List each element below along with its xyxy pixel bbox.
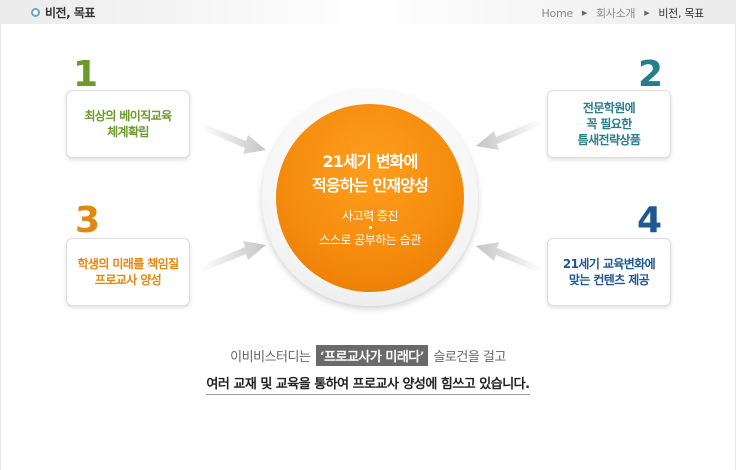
vision-title-line-2: 적응하는 인재양성: [311, 176, 429, 195]
page-title-wrap: 비전, 목표: [31, 4, 95, 21]
breadcrumb-arrow-icon: ▶: [581, 9, 587, 17]
vision-title-line-1: 21세기 변화에: [322, 152, 418, 171]
goal-3-line-1: 학생의 미래를 책임질: [77, 257, 179, 271]
goal-box-4: 21세기 교육변화에 맞는 컨텐츠 제공: [547, 238, 671, 306]
goal-4-line-2: 맞는 컨텐츠 제공: [568, 273, 650, 287]
goal-number-3: 3: [75, 200, 100, 241]
slogan-prefix: 이비비스터디는: [230, 350, 311, 365]
slogan-highlight: ‘프로교사가 미래다’: [316, 345, 428, 366]
breadcrumb: Home ▶ 회사소개 ▶ 비전, 목표: [541, 5, 705, 21]
breadcrumb-current: 비전, 목표: [658, 7, 704, 20]
goal-number-2: 2: [638, 54, 663, 95]
goal-number-1: 1: [73, 54, 98, 95]
goal-box-1: 최상의 베이직교육 체계확립: [66, 90, 190, 158]
slogan-line-2-text: 여러 교재 및 교육을 통하여 프로교사 양성에 힘쓰고 있습니다.: [206, 377, 530, 395]
vision-subtitle: 사고력 증진 스스로 공부하는 습관: [276, 208, 464, 249]
vision-sub-line-2: 스스로 공부하는 습관: [319, 233, 421, 247]
goal-2-line-3: 틈새전략상품: [577, 133, 641, 147]
slogan-line-1: 이비비스터디는 ‘프로교사가 미래다’ 슬로건을 걸고: [0, 345, 736, 366]
goal-3-line-2: 프로교사 양성: [94, 273, 162, 287]
goal-box-3: 학생의 미래를 책임질 프로교사 양성: [66, 238, 190, 306]
header-bar: 비전, 목표 Home ▶ 회사소개 ▶ 비전, 목표: [0, 0, 736, 24]
circle-bullet-icon: [31, 8, 40, 17]
page-title: 비전, 목표: [45, 6, 95, 20]
breadcrumb-arrow-icon: ▶: [644, 9, 650, 17]
goal-2-line-1: 전문학원에: [582, 101, 636, 115]
goal-1-line-2: 체계확립: [107, 125, 149, 139]
goal-2-line-2: 꼭 필요한: [586, 117, 632, 131]
goal-box-2: 전문학원에 꼭 필요한 틈새전략상품: [547, 90, 671, 158]
breadcrumb-home[interactable]: Home: [541, 6, 574, 20]
goal-4-line-1: 21세기 교육변화에: [562, 257, 656, 271]
dot-separator-icon: [368, 226, 372, 229]
breadcrumb-company[interactable]: 회사소개: [595, 7, 636, 20]
vision-title: 21세기 변화에 적응하는 인재양성: [276, 150, 464, 198]
slogan-line-2: 여러 교재 및 교육을 통하여 프로교사 양성에 힘쓰고 있습니다.: [0, 373, 736, 395]
arrow-icon-top-right: [476, 119, 542, 150]
goal-number-4: 4: [637, 200, 662, 241]
slogan-suffix: 슬로건을 걸고: [433, 350, 506, 365]
vision-circle: 21세기 변화에 적응하는 인재양성 사고력 증진 스스로 공부하는 습관: [276, 104, 464, 292]
arrow-icon-bottom-left: [200, 241, 266, 272]
arrow-icon-bottom-right: [476, 242, 542, 273]
arrow-icon-top-left: [200, 123, 266, 154]
goal-1-line-1: 최상의 베이직교육: [84, 109, 172, 123]
vision-sub-line-1: 사고력 증진: [341, 209, 399, 223]
